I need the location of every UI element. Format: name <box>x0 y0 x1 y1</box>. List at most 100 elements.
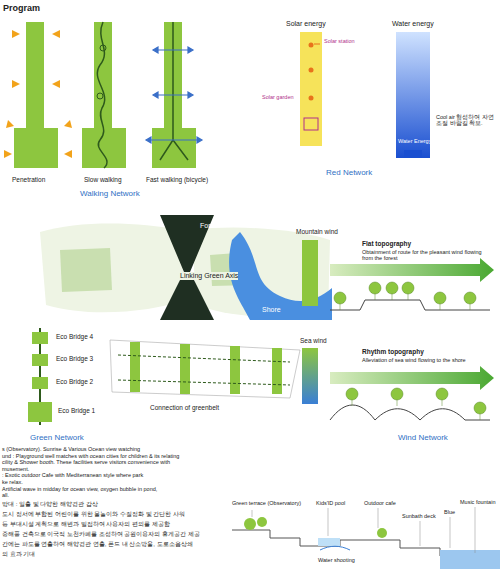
section-label: Sunbath deck <box>402 513 436 519</box>
map-label: Linking Green Axis <box>180 272 238 280</box>
drawing-shape <box>229 232 332 320</box>
figure-label: Fast walking (bicycle) <box>146 176 208 183</box>
drawing-shape <box>309 43 314 48</box>
bridge-label: Eco Bridge 3 <box>56 355 93 362</box>
drawing-shape <box>464 292 476 304</box>
drawing-shape <box>153 47 158 53</box>
drawing-shape <box>330 258 494 282</box>
drawing-shape <box>40 224 186 313</box>
drawing-shape <box>244 517 387 538</box>
drawing-shape <box>304 118 318 130</box>
drawing-shape <box>146 47 202 143</box>
description-text: s (Observatory). Sunrise & Various Ocean… <box>2 446 140 452</box>
drawing-shape <box>118 355 290 385</box>
drawing-shape <box>475 507 476 553</box>
note-text: Obtainment of route for the pleasant win… <box>362 249 494 262</box>
section-label: Blue <box>444 509 455 515</box>
map-label: Forest <box>200 222 220 230</box>
drawing-shape <box>28 332 52 422</box>
figure-label: Solar energy <box>286 20 326 28</box>
drawing-shape <box>386 282 398 294</box>
drawing-shape <box>12 80 20 88</box>
page-title: Program <box>3 3 40 13</box>
figure-label: Flat topography <box>362 240 411 247</box>
drawing-shape <box>180 344 190 394</box>
drawing-shape <box>309 96 314 101</box>
drawing-shape <box>402 282 414 294</box>
drawing-shape <box>160 215 214 320</box>
drawing-shape <box>100 45 106 51</box>
drawing-shape <box>272 348 282 394</box>
section-caption: Wind Network <box>398 433 448 442</box>
description-text: 망대 : 일출 및 다양한 해양경관 감상 <box>2 501 98 508</box>
drawing-shape <box>314 44 320 45</box>
drawing-shape <box>97 93 103 99</box>
walking-figures <box>4 22 202 168</box>
drawing-shape <box>32 354 48 366</box>
drawing-shape <box>434 292 446 304</box>
section-label: Music fountain <box>460 499 495 505</box>
drawing-shape <box>230 346 240 394</box>
drawing-shape <box>155 49 191 50</box>
drawing-shape <box>52 80 60 88</box>
figure-label: Sea wind <box>300 337 327 344</box>
figure-label: Rhythm topography <box>362 348 424 355</box>
drawing-shape <box>130 342 282 394</box>
drawing-shape <box>391 388 403 400</box>
drawing-shape <box>334 292 346 304</box>
eco-bridge-figure <box>28 328 300 425</box>
description-text: 도시 정서에 부합된 어린이를 위한 물놀이와 수질정화 및 간단한 샤워 <box>2 511 185 518</box>
section-caption: Green Network <box>30 433 84 442</box>
drawing-shape <box>146 137 151 143</box>
figure-label: Water Energy <box>398 138 431 144</box>
drawing-shape <box>328 508 329 536</box>
drawing-shape <box>334 282 486 420</box>
drawing-shape <box>300 32 322 146</box>
drawing-shape <box>148 139 200 140</box>
drawing-shape <box>309 43 314 101</box>
figure-label: Water energy <box>392 20 434 28</box>
description-text: all. <box>2 492 9 498</box>
figure-label: Solar station <box>324 38 355 44</box>
section-label: Kids'ID pool <box>316 500 345 506</box>
note-text: Cool air 형성하여 자연조절 바람길 확보. <box>436 114 496 127</box>
figure-label: Connection of greenbelt <box>150 404 219 411</box>
section-label: Outdoor cafe <box>364 500 396 506</box>
drawing-shape <box>110 340 300 398</box>
drawing-shape <box>302 240 318 306</box>
figure-label: Penetration <box>12 176 45 183</box>
drawing-shape <box>94 22 112 130</box>
drawing-shape <box>244 518 256 530</box>
description-text: musement. <box>2 466 29 472</box>
drawing-shape <box>346 388 358 400</box>
drawing-shape <box>64 150 72 158</box>
drawing-shape <box>160 22 188 160</box>
drawing-shape <box>188 92 193 98</box>
drawing-shape <box>252 507 475 553</box>
bridge-label: Eco Bridge 1 <box>58 407 95 414</box>
drawing-shape <box>330 366 494 390</box>
drawing-shape <box>4 150 12 158</box>
drawing-shape <box>252 510 253 517</box>
drawing-shape <box>32 377 48 389</box>
description-text: Artificial wave in midday for ocean view… <box>2 486 157 492</box>
note-text: Alleviation of sea wind flowing to the s… <box>362 357 494 363</box>
description-text: 중해풍 건축으로 이국적 노천카페를 조성하여 공원이용자의 휴게공간 제공 <box>2 531 200 538</box>
bridge-label: Eco Bridge 4 <box>56 333 93 340</box>
description-text: : Exotic outdoor Cafe with Mediterranean… <box>2 472 143 478</box>
section-label: Green terrace (Observatory) <box>232 500 301 506</box>
figure-label: Slow walking <box>84 176 122 183</box>
drawing-shape <box>378 508 379 528</box>
drawing-shape <box>64 120 72 128</box>
drawing-shape <box>197 137 202 143</box>
drawing-shape <box>320 546 350 550</box>
section-label: Water shooting <box>318 557 355 563</box>
drawing-shape <box>130 342 140 392</box>
drawing-shape <box>188 47 193 53</box>
description-text: cility & Shower booth. These facilities … <box>2 459 170 465</box>
drawing-shape <box>440 550 500 569</box>
section-caption: Red Network <box>326 168 372 177</box>
drawing-shape <box>155 94 191 95</box>
drawing-shape <box>14 128 58 168</box>
